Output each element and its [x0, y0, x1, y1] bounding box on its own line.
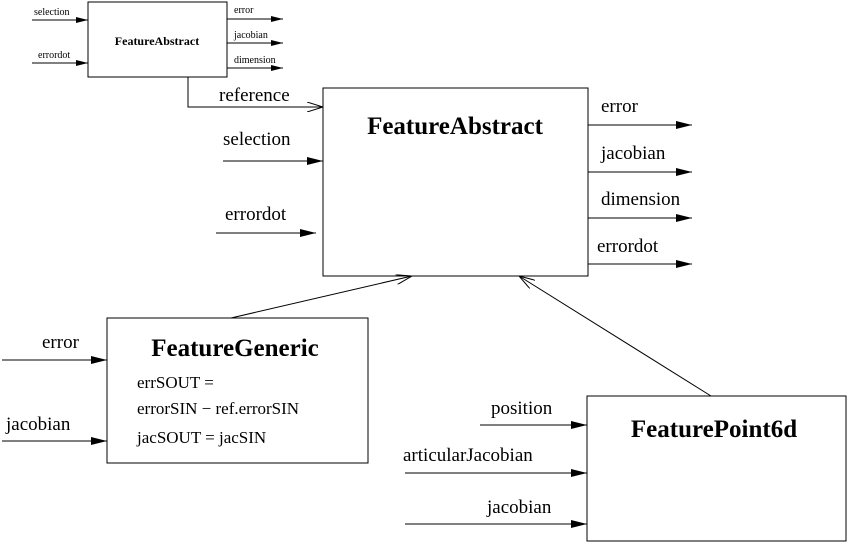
generic-block-title: FeatureGeneric — [151, 335, 319, 362]
feature-generic-block: FeatureGeneric errSOUT = errorSIN − ref.… — [2, 317, 369, 464]
point6d-input-jacobian-label: jacobian — [486, 497, 552, 518]
small-block-box — [87, 1, 228, 78]
generic-body-line-3: jacSOUT = jacSIN — [136, 428, 266, 447]
reference-connector: reference — [187, 77, 323, 107]
main-output-error-label: error — [601, 96, 639, 117]
small-output-jacobian-label: jacobian — [233, 30, 268, 41]
generic-input-jacobian-label: jacobian — [5, 414, 71, 435]
small-output-error-label: error — [234, 5, 254, 16]
small-block-title: FeatureAbstract — [115, 34, 199, 48]
main-block-box — [322, 87, 589, 277]
main-output-errordot-label: errordot — [597, 236, 659, 257]
point6d-input-articularjacobian-label: articularJacobian — [403, 445, 533, 466]
reference-arrow — [187, 77, 323, 107]
main-feature-abstract-block: FeatureAbstract selection errordot error… — [216, 87, 692, 277]
small-output-dimension-label: dimension — [234, 55, 276, 66]
point6d-block-box — [586, 395, 847, 542]
point6d-inherits-arrow — [519, 276, 712, 397]
main-input-selection-label: selection — [223, 129, 291, 150]
small-feature-abstract-block: FeatureAbstract selection errordot error… — [32, 1, 283, 78]
feature-point6d-block: FeaturePoint6d position articularJacobia… — [403, 395, 847, 542]
main-output-jacobian-label: jacobian — [600, 143, 666, 164]
main-input-errordot-label: errordot — [225, 204, 287, 225]
generic-inherits-arrow — [230, 276, 412, 319]
small-input-errordot-label: errordot — [38, 50, 70, 61]
generic-input-error-label: error — [42, 332, 80, 353]
generic-body-line-2: errorSIN − ref.errorSIN — [137, 399, 299, 418]
generic-block-box — [106, 317, 369, 464]
generic-body-line-1: errSOUT = — [137, 373, 214, 392]
small-input-selection-label: selection — [34, 7, 70, 18]
main-block-title: FeatureAbstract — [367, 113, 544, 140]
point6d-block-title: FeaturePoint6d — [631, 416, 797, 443]
main-output-dimension-label: dimension — [601, 189, 681, 210]
point6d-input-position-label: position — [491, 398, 553, 419]
reference-label: reference — [219, 85, 290, 106]
